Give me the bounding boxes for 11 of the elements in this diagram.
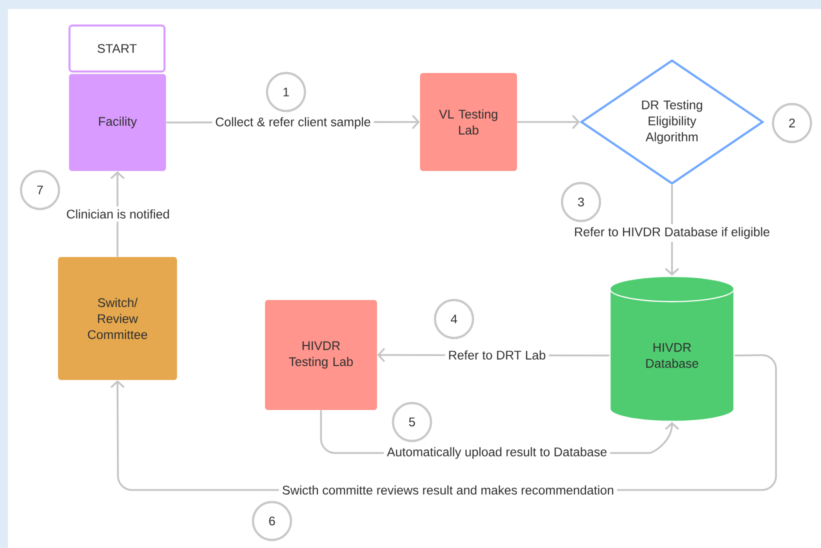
process-box: HIVDR Testing Lab <box>265 300 377 410</box>
edge-label: Clinician is notified <box>63 206 173 222</box>
edge-label: Collect & refer client sample <box>212 114 374 132</box>
process-box: Switch/ Review Committee <box>58 257 177 380</box>
edge-label: Refer to DRT Lab <box>445 347 549 363</box>
process-box: VL Testing Lab <box>420 73 517 171</box>
start-box: START <box>68 24 166 72</box>
edge-label: Swicth committe reviews result and makes recommendation <box>278 482 618 498</box>
database-cylinder: HIVDR Database <box>609 276 735 422</box>
arrow <box>517 114 580 130</box>
process-box: Facility <box>69 74 166 171</box>
